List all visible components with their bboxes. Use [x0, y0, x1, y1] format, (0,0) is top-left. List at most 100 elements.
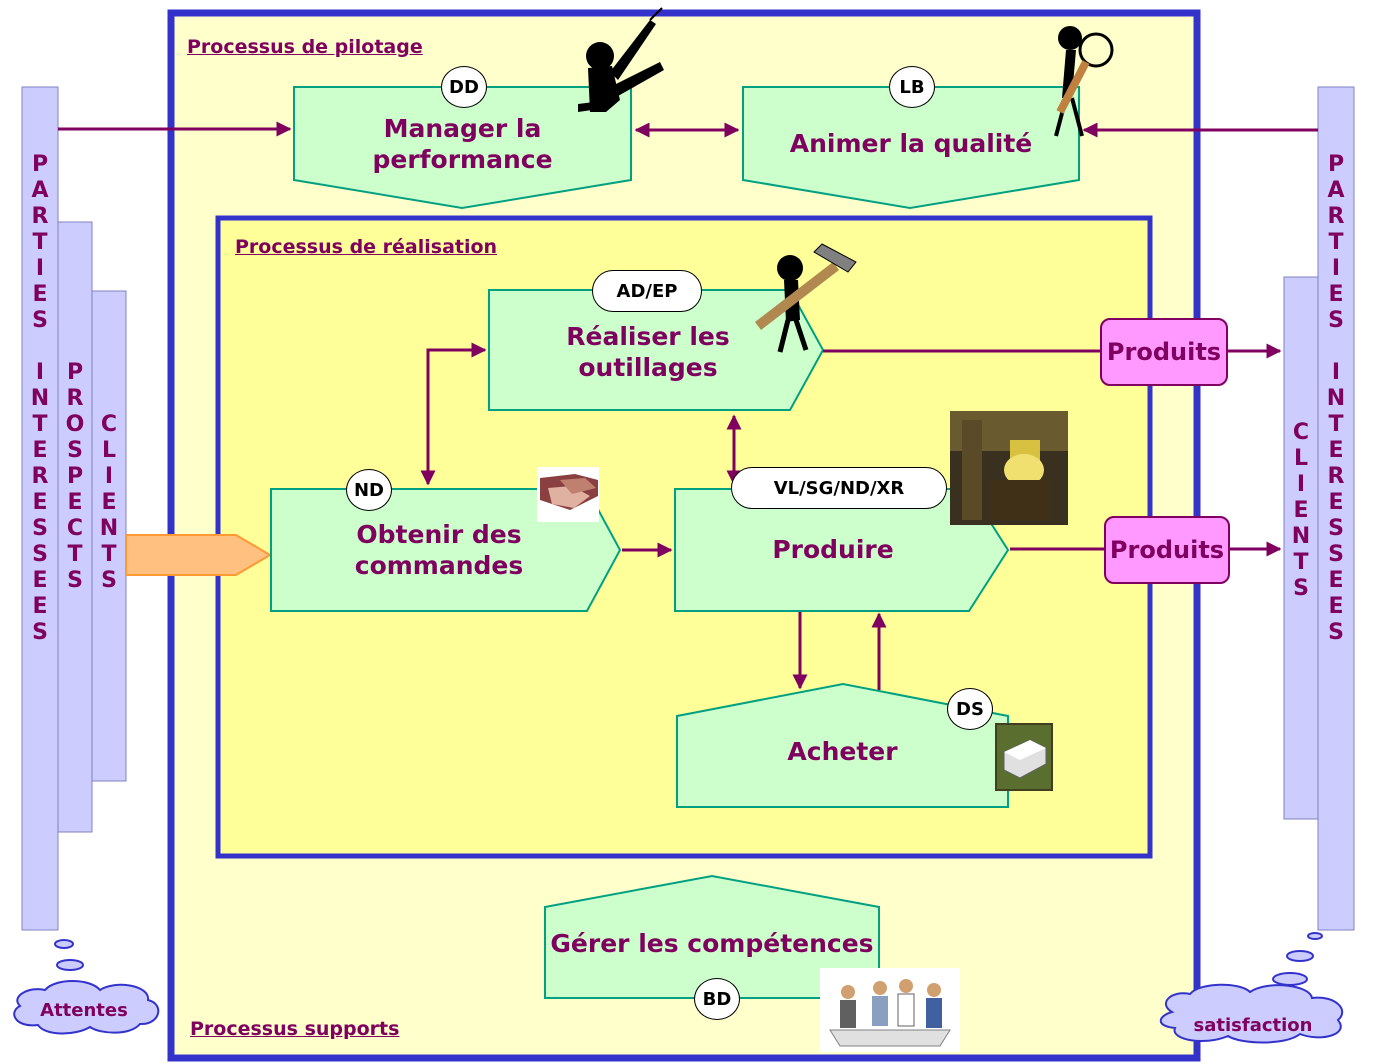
process-manager-label: Manager la performance — [372, 113, 553, 174]
column-letter: T — [1293, 550, 1309, 575]
cloud-left — [13, 980, 160, 1035]
owner-badge-produire: VL/SG/ND/XR — [731, 467, 947, 509]
column-letter: N — [1326, 386, 1346, 411]
produits-box-top: Produits — [1100, 318, 1228, 386]
shape-manager — [293, 86, 632, 210]
right-col-parties-bg — [1317, 86, 1355, 931]
column-letter: S — [1328, 542, 1344, 567]
section-title-pilotage: Processus de pilotage — [187, 36, 423, 58]
column-letter: T — [32, 412, 48, 437]
process-realiser-line1: Réaliser les — [566, 321, 730, 351]
column-letter: E — [1328, 438, 1344, 463]
owner-badge-manager: DD — [441, 66, 487, 108]
cloud-satisfaction-label: satisfaction — [1193, 1014, 1313, 1036]
produits-box-bottom: Produits — [1104, 516, 1230, 584]
shape-animer — [742, 86, 1080, 210]
column-letter: S — [32, 308, 48, 333]
process-obtenir-label: Obtenir des commandes — [354, 519, 524, 580]
column-letter: I — [1331, 360, 1341, 385]
owner-badge-animer: LB — [889, 66, 935, 108]
column-letter: E — [1293, 498, 1309, 523]
shape-obtenir — [270, 488, 622, 612]
meeting-people-icon — [820, 968, 960, 1052]
column-letter: P — [1327, 152, 1345, 177]
column-letter: T — [101, 542, 117, 567]
process-animer-label: Animer la qualité — [789, 129, 1033, 159]
column-letter: I — [1296, 472, 1306, 497]
column-letter: E — [32, 438, 48, 463]
column-letter: I — [1331, 256, 1341, 281]
owner-badge-gerer: BD — [694, 978, 740, 1020]
column-letter: C — [100, 412, 118, 437]
section-title-realisation: Processus de réalisation — [235, 236, 498, 258]
column-letter: S — [32, 516, 48, 541]
column-letter: I — [104, 464, 114, 489]
column-letter: S — [67, 568, 83, 593]
bubble-left-medium — [56, 959, 84, 971]
right-col-clients-bg — [1283, 276, 1319, 820]
column-letter: E — [32, 594, 48, 619]
column-letter: O — [65, 412, 85, 437]
bubble-right-large — [1272, 972, 1308, 986]
bubble-left-small — [54, 939, 74, 949]
column-letter: P — [66, 360, 84, 385]
cloud-attentes-label: Attentes — [40, 999, 128, 1021]
magnifier-person-icon — [1054, 26, 1114, 137]
hammer-person-icon — [754, 243, 857, 353]
process-realiser-line2: outillages — [578, 353, 718, 382]
process-gerer-label: Gérer les compétences — [550, 929, 874, 959]
column-letter: E — [32, 490, 48, 515]
foundry-photo-icon — [950, 411, 1068, 525]
column-letter: E — [32, 568, 48, 593]
owner-badge-realiser: AD/EP — [592, 270, 702, 312]
column-letter: R — [31, 464, 49, 489]
column-letter: R — [1327, 464, 1345, 489]
column-letter: E — [1328, 282, 1344, 307]
column-letter: P — [66, 464, 84, 489]
column-letter: S — [67, 438, 83, 463]
column-letter: T — [1328, 230, 1344, 255]
owner-badge-acheter: DS — [947, 688, 993, 730]
column-letter: E — [67, 490, 83, 515]
pointing-person-icon — [578, 7, 664, 112]
column-letter: S — [1328, 516, 1344, 541]
column-letter: S — [1328, 308, 1344, 333]
owner-badge-obtenir: ND — [346, 469, 392, 511]
column-letter: T — [1328, 412, 1344, 437]
arrow-obtenir-realiser — [420, 342, 487, 486]
column-letter: S — [32, 620, 48, 645]
column-letter: L — [1293, 446, 1309, 471]
column-letter: N — [30, 386, 50, 411]
column-letter: E — [1328, 490, 1344, 515]
column-letter: T — [32, 230, 48, 255]
left-col-prospects-bg — [57, 221, 93, 833]
column-letter: S — [1328, 620, 1344, 645]
column-letter: S — [32, 542, 48, 567]
column-letter: R — [66, 386, 84, 411]
column-letter: E — [101, 490, 117, 515]
left-col-clients-bg — [91, 290, 127, 782]
column-letter: N — [1291, 524, 1311, 549]
section-title-supports: Processus supports — [190, 1018, 400, 1040]
process-realiser-label: Réaliser les outillages — [489, 314, 807, 390]
shape-realiser — [488, 289, 825, 411]
process-produire-label: Produire — [772, 535, 894, 565]
column-letter: I — [35, 360, 45, 385]
column-letter: T — [67, 542, 83, 567]
column-letter: R — [31, 204, 49, 229]
ingot-icon — [995, 723, 1053, 791]
column-letter: P — [31, 152, 49, 177]
bubble-right-medium — [1286, 950, 1314, 962]
column-letter: E — [1328, 594, 1344, 619]
column-letter: A — [31, 178, 49, 203]
column-letter: N — [99, 516, 119, 541]
column-letter: C — [1292, 420, 1310, 445]
column-letter: L — [101, 438, 117, 463]
left-col-parties-bg — [21, 86, 59, 931]
